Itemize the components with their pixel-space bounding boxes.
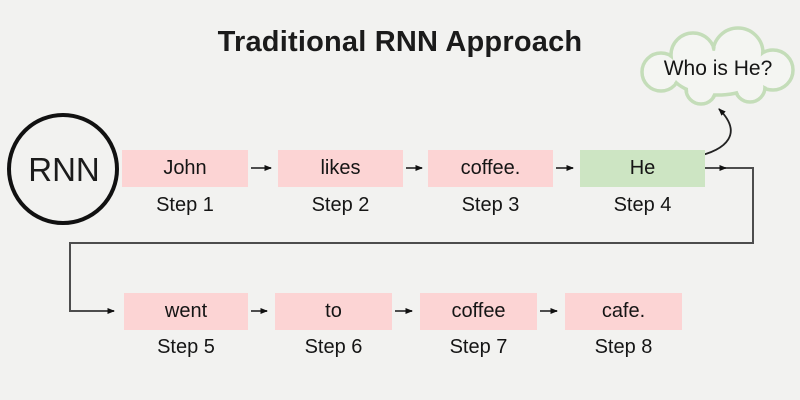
step-label-7: Step 7 bbox=[449, 336, 508, 358]
word-box-coffee-period: coffee. bbox=[428, 150, 553, 187]
rnn-label: RNN bbox=[28, 151, 100, 188]
cloud-question-text: Who is He? bbox=[663, 57, 773, 80]
rnn-circle bbox=[7, 113, 119, 225]
word-box-coffee: coffee bbox=[420, 293, 537, 330]
thought-cloud-icon bbox=[640, 26, 795, 106]
step-label-3: Step 3 bbox=[461, 194, 520, 216]
diagram-title: Traditional RNN Approach bbox=[217, 26, 583, 58]
word-box-he-highlighted: He bbox=[580, 150, 705, 187]
step-label-2: Step 2 bbox=[311, 194, 370, 216]
step-label-5: Step 5 bbox=[157, 336, 215, 358]
word-box-to: to bbox=[275, 293, 392, 330]
word-box-cafe: cafe. bbox=[565, 293, 682, 330]
step-label-6: Step 6 bbox=[304, 336, 363, 358]
step-label-4: Step 4 bbox=[613, 194, 672, 216]
step-label-1: Step 1 bbox=[156, 194, 214, 216]
wrap-connector-line bbox=[69, 167, 754, 314]
word-box-went: went bbox=[124, 293, 248, 330]
word-box-john: John bbox=[122, 150, 248, 187]
word-box-likes: likes bbox=[278, 150, 403, 187]
step-label-8: Step 8 bbox=[594, 336, 653, 358]
